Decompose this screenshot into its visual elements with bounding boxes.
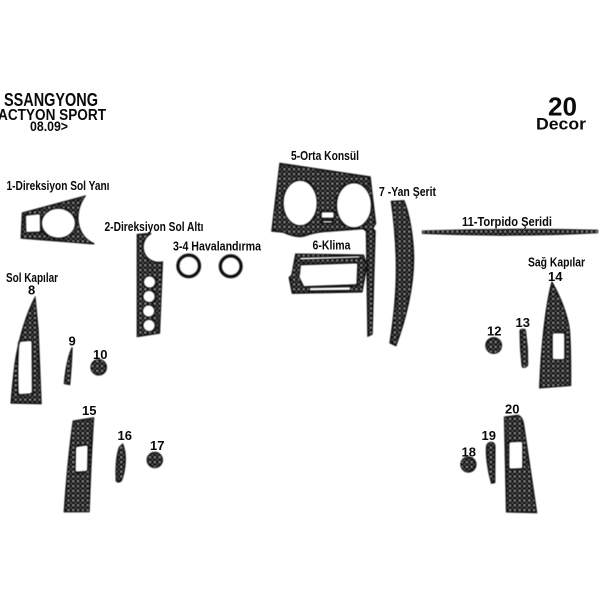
svg-text:Decor: Decor [536,115,586,134]
svg-text:16: 16 [118,428,132,443]
svg-text:Sol Kapılar: Sol Kapılar [6,270,58,285]
svg-text:13: 13 [516,315,530,330]
svg-text:9: 9 [69,334,76,349]
svg-text:2-Direksiyon Sol Altı: 2-Direksiyon Sol Altı [105,219,204,234]
svg-text:19: 19 [482,428,496,443]
svg-text:5-Orta Konsül: 5-Orta Konsül [291,148,359,163]
svg-text:11-Torpido Şeridi: 11-Torpido Şeridi [462,214,552,229]
svg-text:20: 20 [505,402,519,417]
svg-text:Sağ Kapılar: Sağ Kapılar [528,255,585,270]
svg-text:10: 10 [93,347,107,362]
svg-text:12: 12 [487,324,501,339]
svg-text:7 -Yan Şerit: 7 -Yan Şerit [379,184,437,199]
svg-text:17: 17 [150,438,164,453]
svg-text:18: 18 [462,445,476,460]
svg-text:15: 15 [82,403,96,418]
svg-text:8: 8 [28,283,35,298]
svg-text:08.09>: 08.09> [30,119,68,134]
svg-text:ACTYON SPORT: ACTYON SPORT [0,107,106,124]
svg-text:3-4 Havalandırma: 3-4 Havalandırma [173,239,262,254]
svg-text:14: 14 [548,269,563,284]
svg-text:1-Direksiyon Sol Yanı: 1-Direksiyon Sol Yanı [7,178,110,193]
svg-text:SSANGYONG: SSANGYONG [4,90,98,110]
svg-text:20: 20 [548,92,577,122]
svg-text:6-Klima: 6-Klima [313,238,352,253]
